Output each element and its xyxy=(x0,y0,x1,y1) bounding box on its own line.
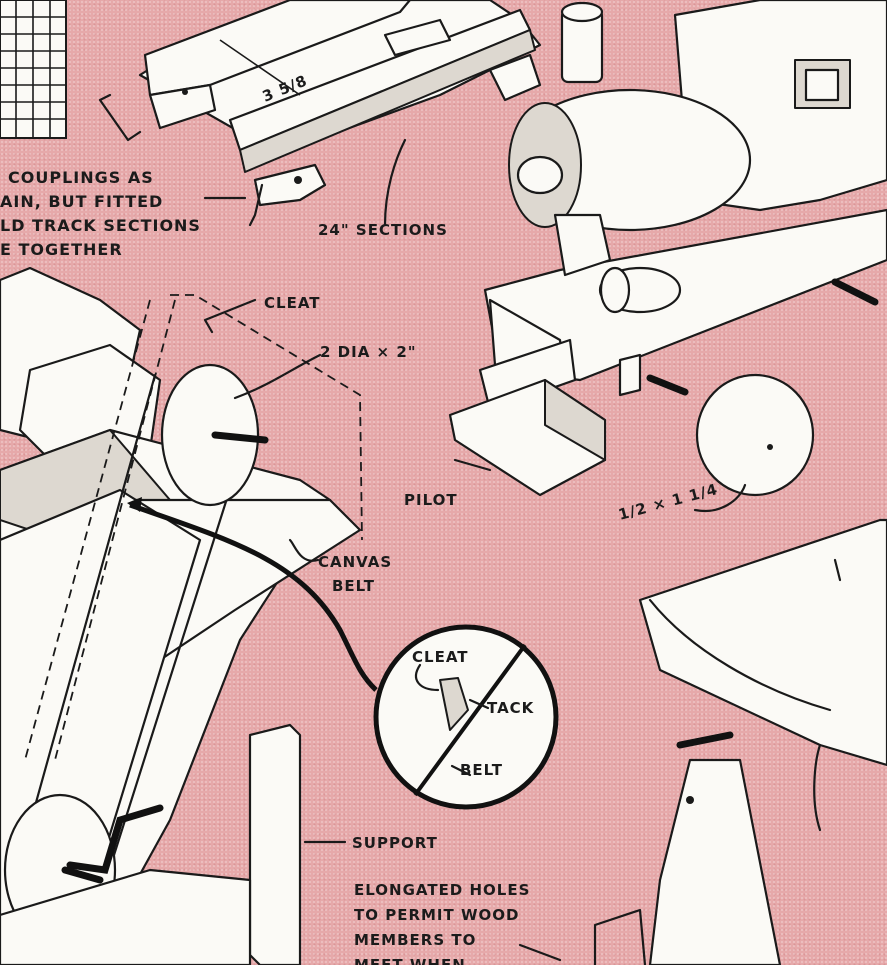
label-holes-line3: MEMBERS TO xyxy=(354,931,476,949)
label-couplings-line1: COUPLINGS AS xyxy=(8,168,154,187)
label-detail-belt: BELT xyxy=(460,761,503,779)
label-detail-cleat: CLEAT xyxy=(412,648,469,666)
locomotive-drawing xyxy=(448,0,887,513)
label-canvas: CANVAS xyxy=(318,553,392,571)
label-holes-line2: TO PERMIT WOOD xyxy=(354,906,519,924)
label-support: SUPPORT xyxy=(352,834,438,852)
belt-pointer-arrow xyxy=(127,497,142,512)
label-wheel-dim: 1/2 × 1 1/4 xyxy=(616,480,720,524)
conveyor-drawing xyxy=(0,266,363,965)
label-pulley-dim: 2 DIA × 2" xyxy=(320,343,417,361)
detail-circle xyxy=(373,624,559,810)
label-couplings-line3: LD TRACK SECTIONS xyxy=(0,216,201,235)
belt-pointer-curve xyxy=(129,502,378,692)
hopper-drawing xyxy=(518,518,887,965)
label-cleat-top: CLEAT xyxy=(264,294,321,312)
label-holes-line4: MEET WHEN xyxy=(354,956,466,965)
label-holes-line1: ELONGATED HOLES xyxy=(354,881,530,899)
post-cylinder xyxy=(560,1,604,84)
label-belt: BELT xyxy=(332,577,375,595)
label-couplings-line2: AIN, BUT FITTED xyxy=(0,192,163,211)
grid-pattern xyxy=(0,0,67,139)
label-detail-tack: TACK xyxy=(487,699,535,717)
track-section-drawing xyxy=(98,0,542,227)
label-pilot: PILOT xyxy=(404,491,458,509)
label-sections: 24" SECTIONS xyxy=(318,221,448,239)
label-couplings-line4: E TOGETHER xyxy=(0,240,123,259)
